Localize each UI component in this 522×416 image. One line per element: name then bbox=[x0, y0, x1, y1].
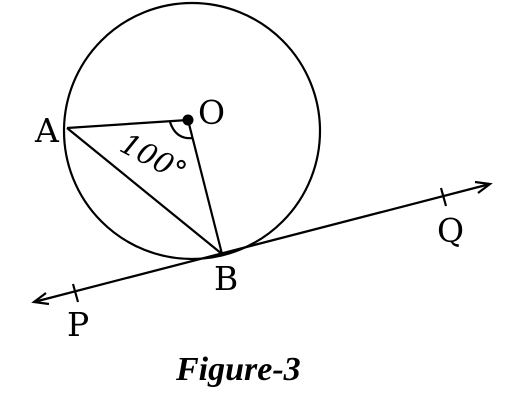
tick-mark-p bbox=[71, 283, 80, 303]
label-q: Q bbox=[437, 211, 464, 250]
label-o: O bbox=[198, 93, 225, 132]
circle bbox=[62, 1, 322, 261]
label-a: A bbox=[34, 111, 60, 150]
tick-mark-q bbox=[439, 187, 448, 207]
label-b: B bbox=[214, 259, 238, 298]
center-point bbox=[182, 114, 194, 126]
radius-oa bbox=[66, 118, 189, 130]
chord-ab bbox=[66, 127, 223, 255]
radius-ob bbox=[186, 119, 224, 255]
figure-caption: Figure-3 bbox=[175, 351, 301, 388]
arrowhead-q-icon bbox=[474, 180, 493, 194]
label-p: P bbox=[67, 305, 89, 344]
tangent-line-pq bbox=[33, 182, 491, 304]
angle-arc bbox=[168, 121, 194, 140]
arrowhead-p-icon bbox=[31, 292, 50, 306]
